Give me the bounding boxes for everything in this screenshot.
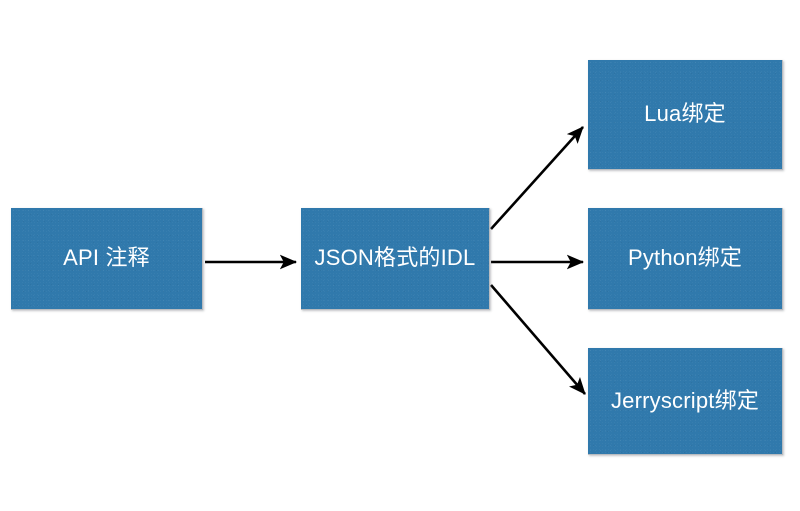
edge-idl-to-jerryscript [490, 284, 586, 395]
node-label-jerryscript-binding: Jerryscript绑定 [610, 387, 760, 413]
node-lua-binding[interactable]: Lua绑定 [588, 60, 783, 170]
node-label-api-comments: API 注释 [63, 245, 150, 271]
node-json-idl[interactable]: JSON格式的IDL [301, 208, 490, 310]
node-label-json-idl: JSON格式的IDL [314, 245, 476, 271]
node-label-python-binding: Python绑定 [627, 245, 743, 271]
edge-idl-to-lua [490, 126, 584, 230]
node-python-binding[interactable]: Python绑定 [588, 208, 783, 310]
node-label-lua-binding: Lua绑定 [644, 101, 726, 127]
node-jerryscript-binding[interactable]: Jerryscript绑定 [588, 348, 783, 455]
node-api-comments[interactable]: API 注释 [11, 208, 203, 310]
